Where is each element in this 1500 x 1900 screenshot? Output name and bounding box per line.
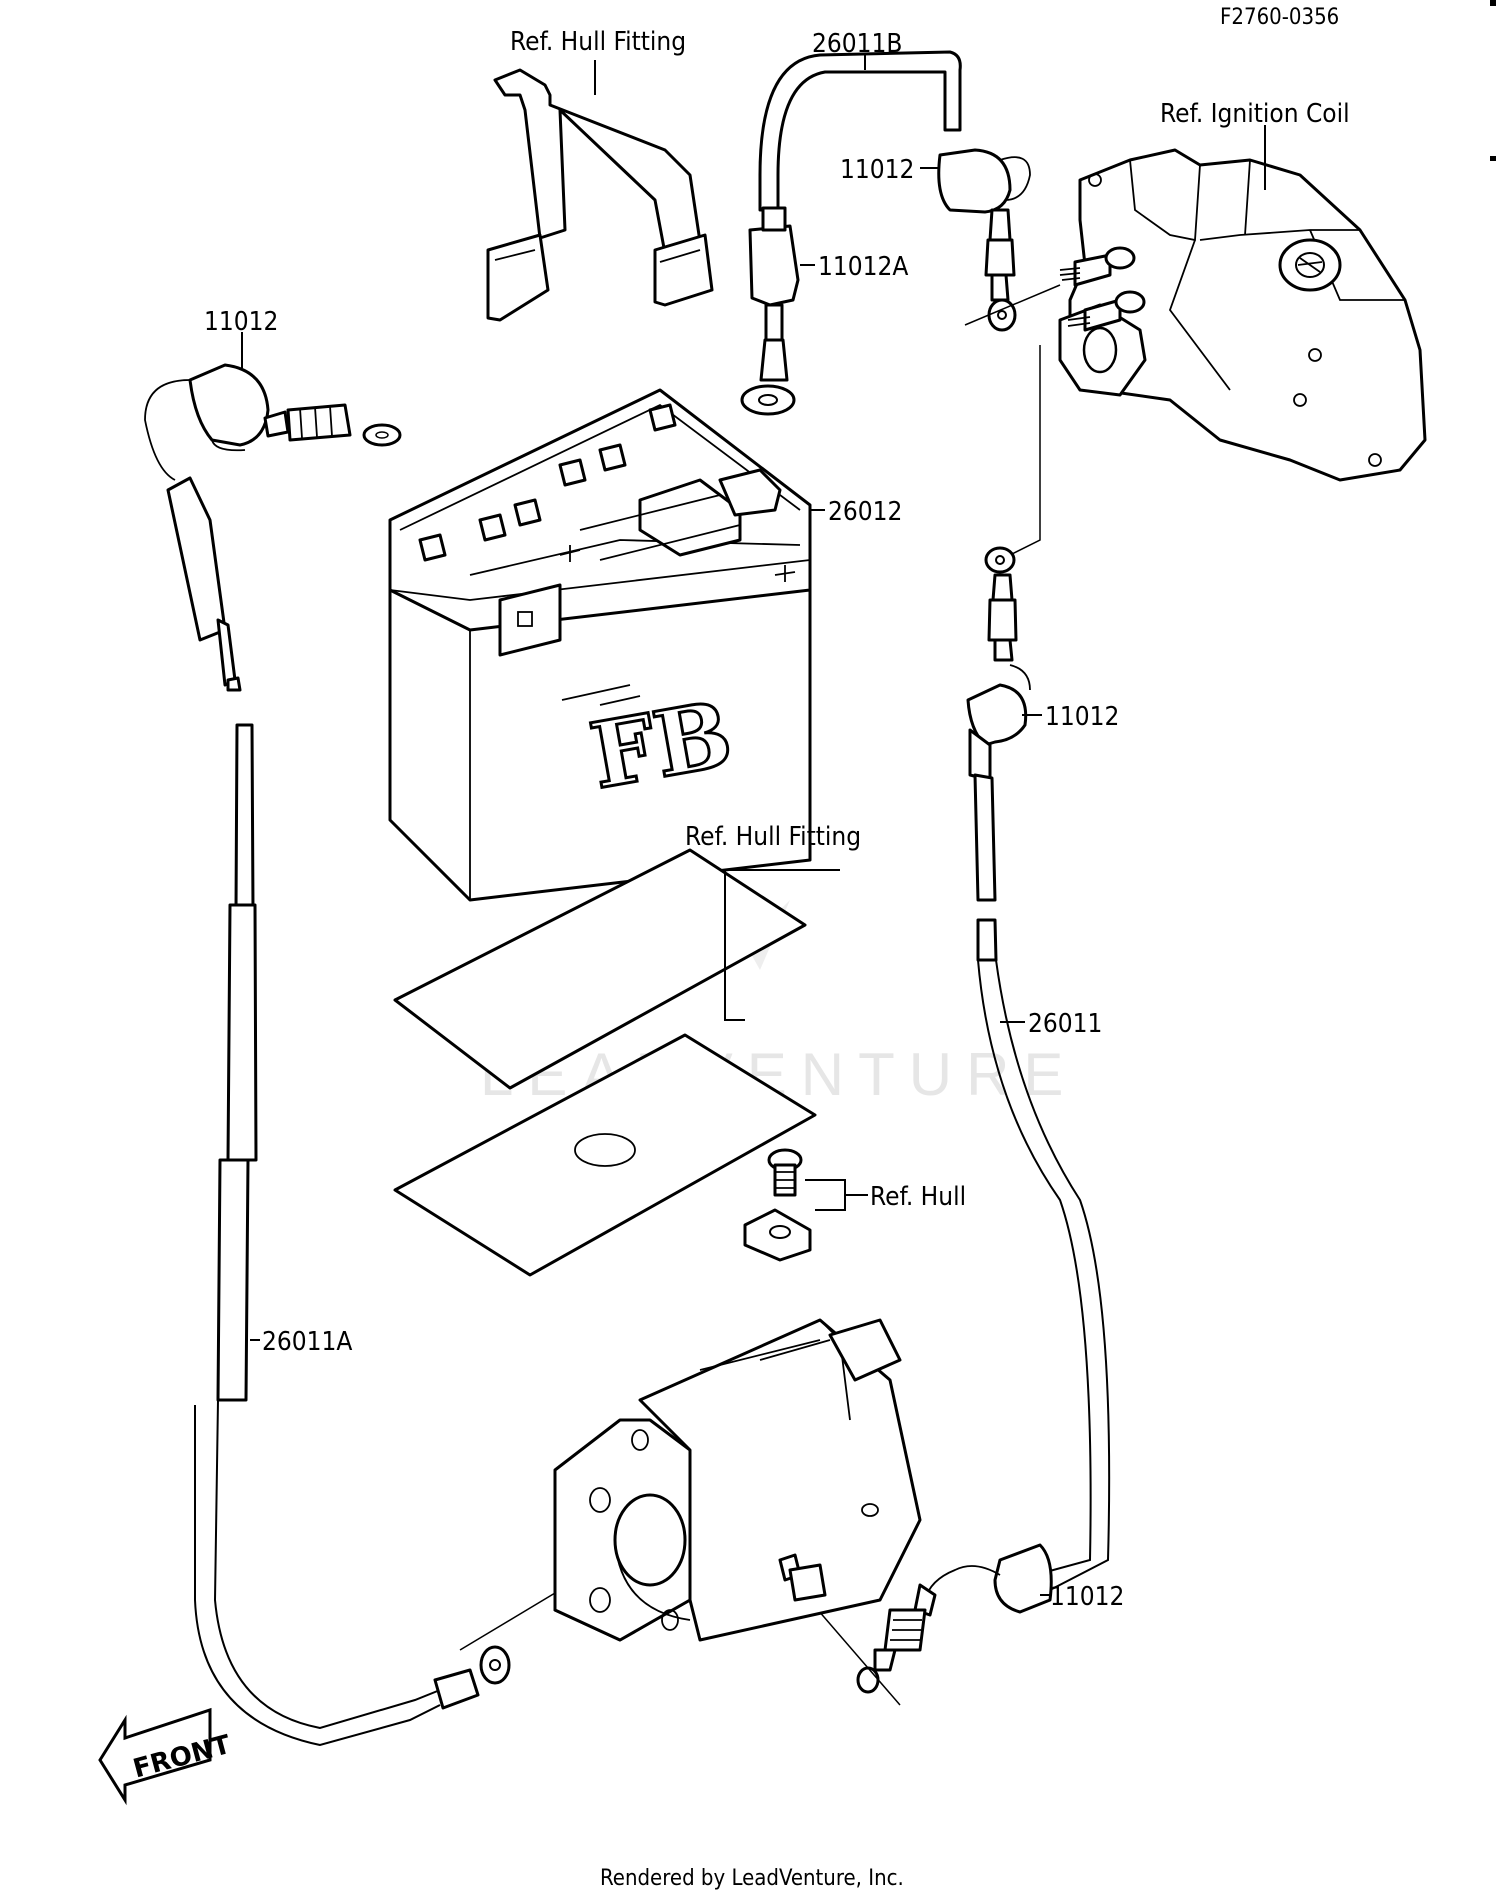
callout-connector: 11012A [818, 252, 908, 282]
terminal-cap-top [937, 148, 1031, 332]
front-arrow-icon [98, 1707, 212, 1806]
battery: FB [388, 388, 812, 902]
cable-26011a [166, 476, 511, 1747]
callout-cable-right: 26011 [1028, 1009, 1102, 1039]
starter-motor [553, 1318, 922, 1642]
callout-cable-top: 26011B [812, 29, 902, 59]
cable-26011b [740, 50, 962, 416]
callout-cable-left: 26011A [262, 1327, 352, 1357]
terminal-cap-bottom [856, 1543, 1053, 1694]
callout-hull-fitting-top: Ref. Hull Fitting [510, 27, 686, 57]
callout-hull-fitting-mid: Ref. Hull Fitting [685, 822, 861, 852]
battery-mark: FB [583, 681, 739, 810]
hull-screw-and-nut [743, 1148, 812, 1262]
footer-credit: Rendered by LeadVenture, Inc. [600, 1866, 904, 1891]
edge-mark [1490, 156, 1496, 161]
callout-cap-right-mid: 11012 [1045, 702, 1119, 732]
edge-mark [1490, 0, 1496, 6]
leader [805, 1179, 868, 1211]
callout-cap-bottom: 11012 [1050, 1582, 1124, 1612]
figure-code: F2760-0356 [1220, 5, 1339, 30]
callout-hull: Ref. Hull [870, 1182, 966, 1212]
callout-cap-left: 11012 [204, 307, 278, 337]
cable-26011 [966, 345, 1111, 1591]
terminal-cap-left [144, 363, 402, 481]
hull-fitting-strap [486, 68, 714, 322]
ignition-coil [1058, 148, 1427, 482]
callout-cap-top: 11012 [840, 155, 914, 185]
leader [724, 869, 840, 1021]
callout-ignition-coil: Ref. Ignition Coil [1160, 99, 1350, 129]
battery-mat [393, 848, 817, 1277]
callout-battery: 26012 [828, 497, 902, 527]
front-arrow: FRONT [98, 1707, 234, 1806]
leader [964, 284, 1061, 326]
